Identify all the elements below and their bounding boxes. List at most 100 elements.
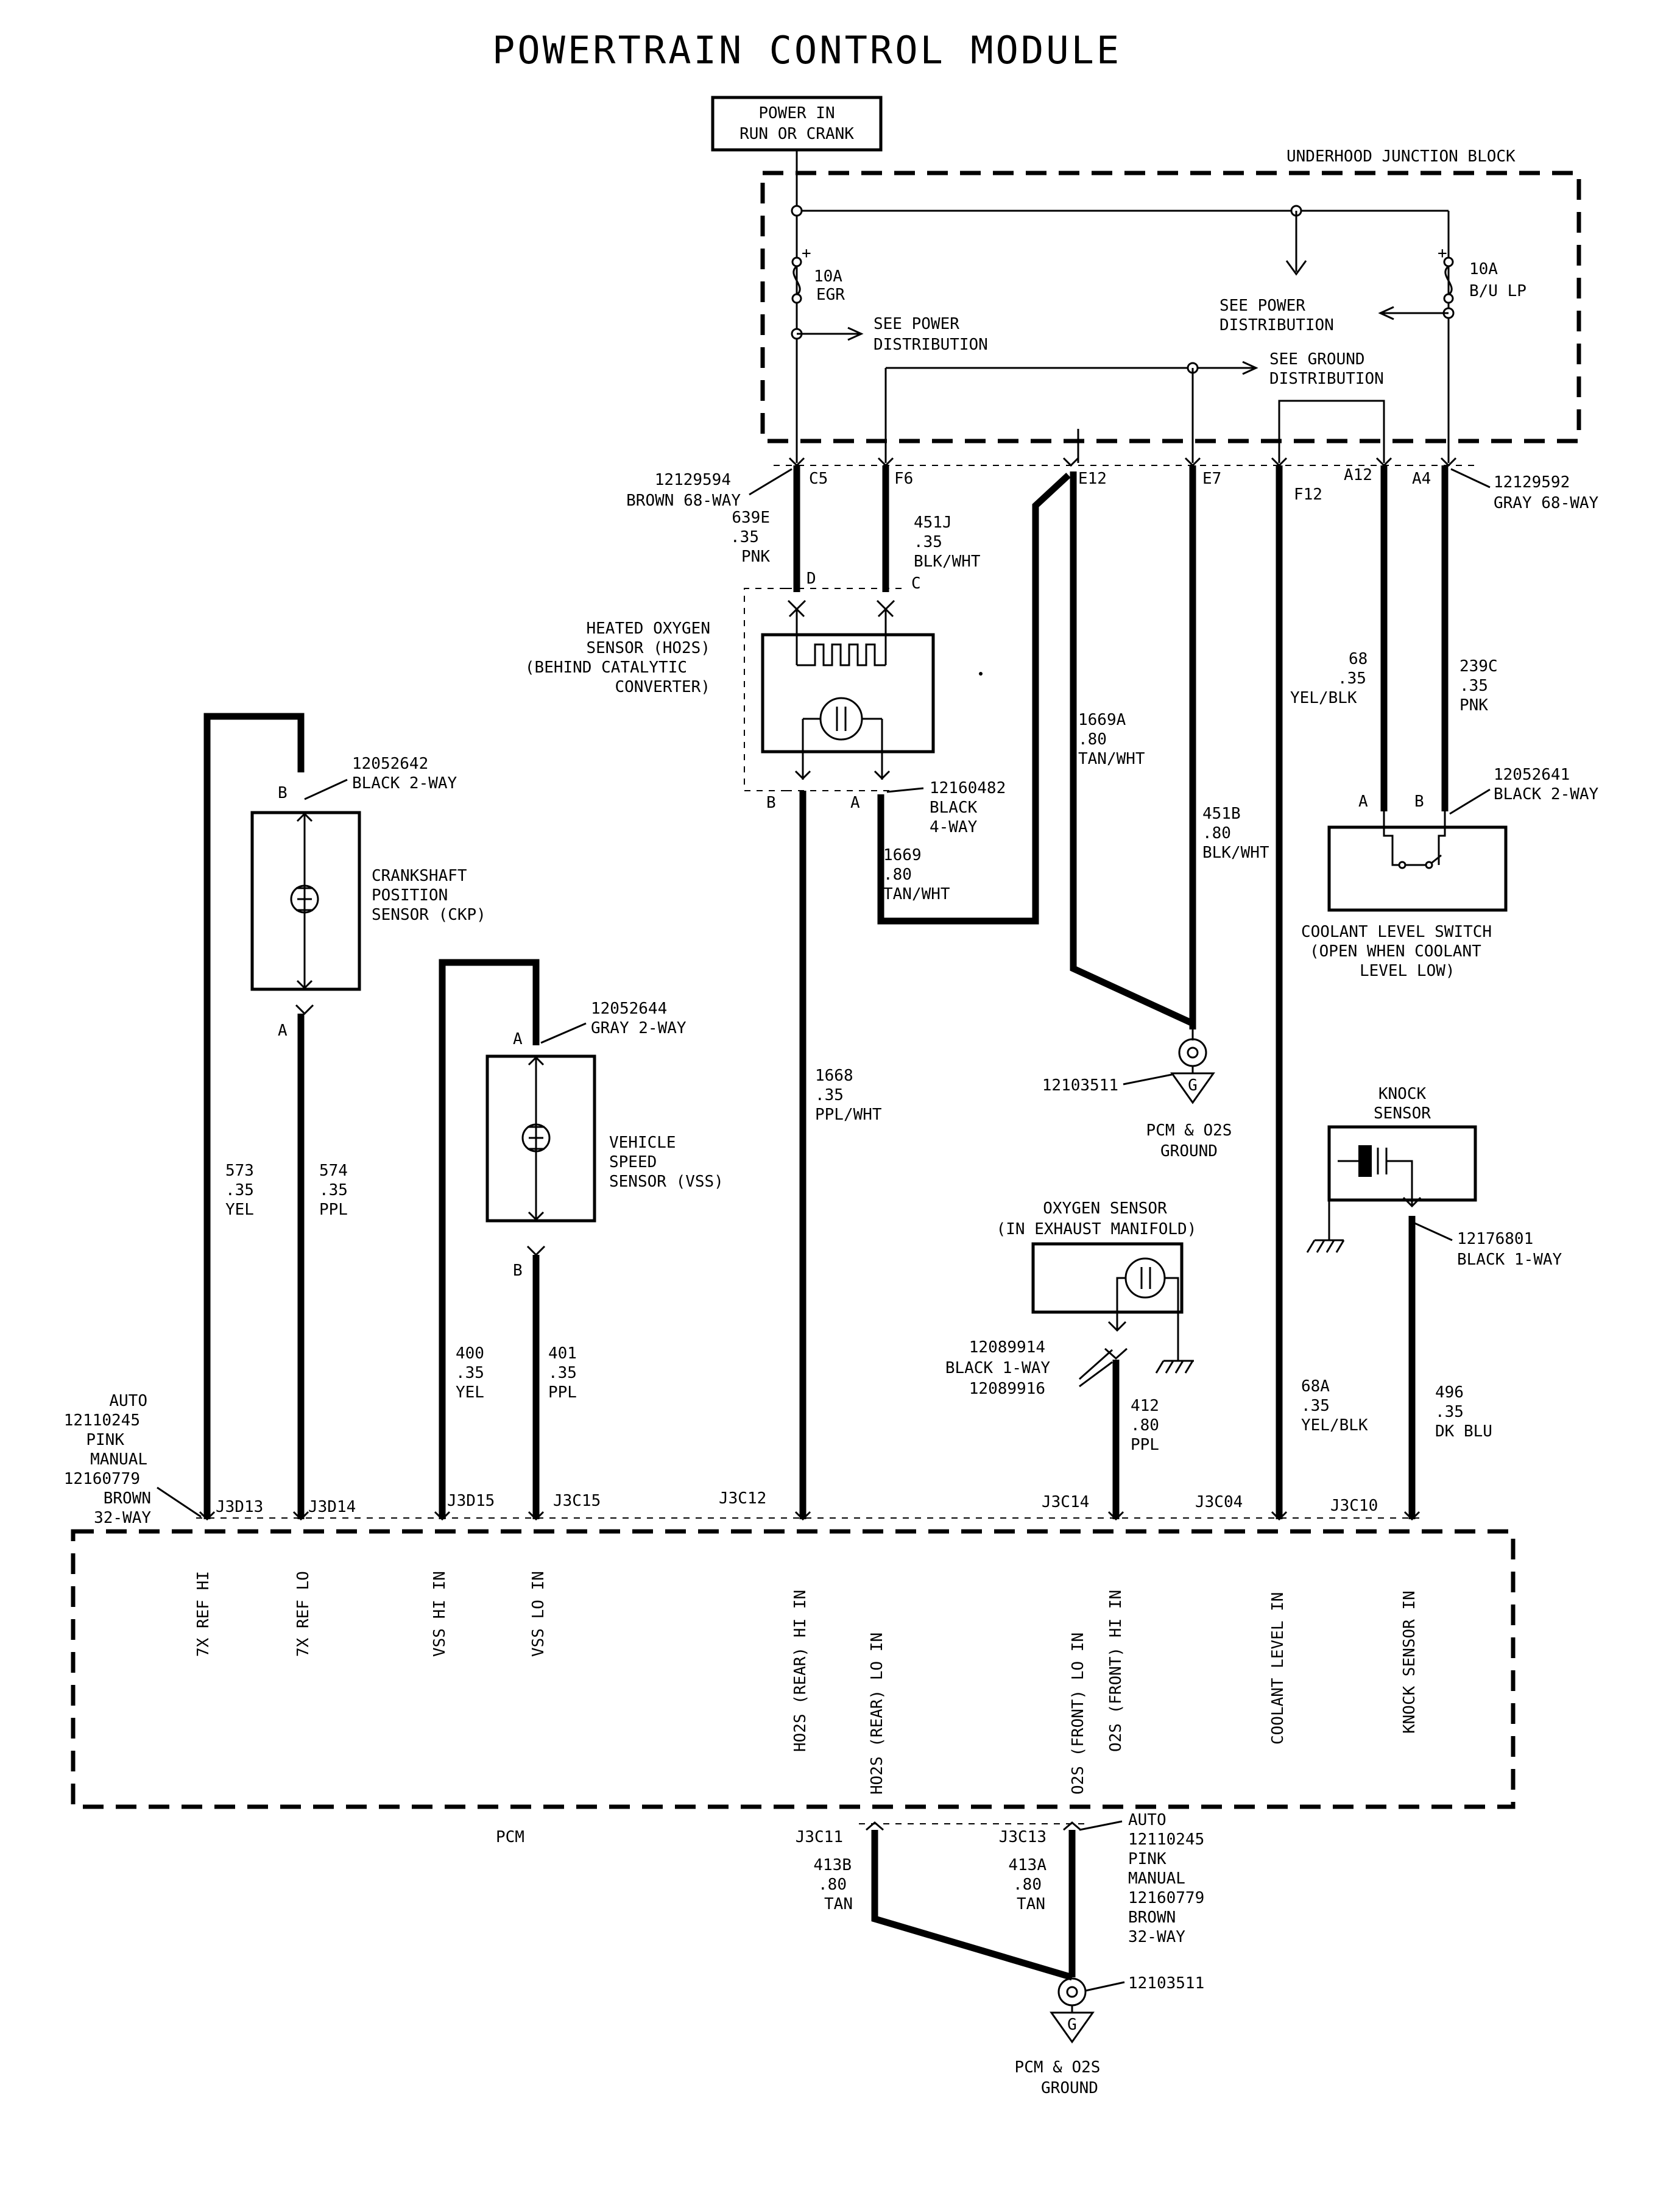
ho2s-pin-a: A [850, 794, 860, 812]
ground-2: G 12103511 PCM & O2S GROUND [1015, 1974, 1205, 2097]
pin-a12: A12 [1344, 466, 1372, 484]
w1668-label: 1668 .35 PPL/WHT [815, 1067, 882, 1124]
ckp-type: BLACK 2-WAY [352, 774, 457, 793]
w412-id: 412 [1131, 1397, 1159, 1415]
knock-label-2: SENSOR [1374, 1104, 1431, 1123]
w413b-gauge: .80 [818, 1876, 847, 1894]
pcm-fn-ho2s-hi: HO2S (REAR) HI IN [791, 1590, 810, 1752]
pcm-bot-c-3: MANUAL [1128, 1869, 1185, 1888]
pcm-pin-j3c10: J3C10 [1330, 1497, 1378, 1515]
w400-color: YEL [456, 1383, 484, 1402]
pcm-top-connectors: J3D13 J3D14 J3D15 J3C15 J3C12 J3C14 J3C0… [196, 1489, 1421, 1521]
svg-text:+: + [1438, 244, 1447, 263]
pcm-bot-c-6: 32-WAY [1128, 1928, 1185, 1946]
coolant-part: 12052641 [1494, 766, 1570, 784]
pcm-bottom-connectors: J3C11 J3C13 AUTO 12110245 PINK MANUAL 12… [796, 1811, 1204, 1981]
pcm-fn-vss-hi: VSS HI IN [431, 1571, 449, 1657]
w413b-id: 413B [813, 1856, 852, 1874]
ckp-part: 12052642 [352, 755, 428, 773]
pcm-fn-o2s-lo: O2S (FRONT) LO IN [1069, 1633, 1087, 1795]
ground-1-label-2: GROUND [1160, 1142, 1218, 1160]
w412-color: PPL [1131, 1436, 1159, 1454]
see-power-1a: SEE POWER [874, 315, 959, 333]
ground-1-label-1: PCM & O2S [1146, 1121, 1232, 1140]
w573-574-labels: 573 .35 YEL 574 .35 PPL [225, 1162, 348, 1219]
knock-label-1: KNOCK [1378, 1085, 1427, 1103]
w68-color: YEL/BLK [1290, 689, 1357, 707]
pcm-pin-j3c15: J3C15 [553, 1492, 601, 1510]
ho2s-part: 12160482 [930, 779, 1006, 797]
upper-wires [793, 465, 1449, 1519]
ho2s-pin-d: D [806, 570, 816, 588]
ho2s-color: BLACK [930, 799, 978, 817]
fuse-egr-amp: 10A [814, 267, 842, 286]
w451j-id: 451J [914, 514, 952, 532]
pcm-left-c-0: AUTO [109, 1392, 147, 1410]
pcm-pin-j3d14: J3D14 [308, 1498, 356, 1516]
ground-2-part: 12103511 [1128, 1974, 1204, 1993]
ground-2-symbol: G [1067, 2016, 1077, 2034]
w400-id: 400 [456, 1344, 484, 1363]
pcm-left-c-6: 32-WAY [94, 1509, 151, 1527]
diagram-title: POWERTRAIN CONTROL MODULE [492, 28, 1121, 72]
w496-color: DK BLU [1435, 1422, 1492, 1441]
w451b-color: BLK/WHT [1202, 844, 1269, 862]
pcm-fn-knock: KNOCK SENSOR IN [1400, 1590, 1419, 1734]
ground-1-symbol: G [1188, 1076, 1198, 1095]
w451j-color: BLK/WHT [914, 552, 981, 571]
w639e-color: PNK [741, 548, 770, 566]
pcm-left-c-3: MANUAL [90, 1450, 147, 1469]
vss-pin-b: B [513, 1262, 523, 1280]
w639e-id: 639E [732, 509, 770, 527]
o2s-label-1: OXYGEN SENSOR [1043, 1199, 1167, 1218]
junction-connectors: 12129594 BROWN 68-WAY 12129592 GRAY 68-W… [626, 457, 1599, 512]
w239c-id: 239C [1459, 657, 1498, 676]
w451j-gauge: .35 [914, 533, 942, 551]
pcm-left-c-4: 12160779 [64, 1470, 140, 1488]
pcm-pin-j3d15: J3D15 [447, 1492, 495, 1510]
pcm-left-connector-label: AUTO 12110245 PINK MANUAL 12160779 BROWN… [64, 1392, 202, 1527]
w451b-gauge: .80 [1202, 824, 1231, 842]
pcm-bot-c-5: BROWN [1128, 1908, 1176, 1927]
pcm-fn-coolant: COOLANT LEVEL IN [1269, 1592, 1287, 1745]
w574-color: PPL [319, 1201, 348, 1219]
pcm-label: PCM [496, 1828, 524, 1846]
w68-gauge: .35 [1338, 669, 1366, 688]
see-ground-b: DISTRIBUTION [1269, 370, 1384, 388]
w413a-color: TAN [1017, 1895, 1045, 1913]
w573-gauge: .35 [225, 1181, 254, 1199]
w1668-color: PPL/WHT [815, 1106, 882, 1124]
pcm-pin-j3c04: J3C04 [1195, 1493, 1243, 1511]
see-ground-a: SEE GROUND [1269, 350, 1365, 369]
ho2s-pin-c: C [911, 574, 921, 593]
w239c-color: PNK [1459, 696, 1488, 715]
ckp-label-1: CRANKSHAFT [372, 867, 467, 885]
w68-id: 68 [1349, 650, 1368, 668]
fuse-bu-amp: 10A [1469, 260, 1498, 278]
w401-color: PPL [548, 1383, 577, 1402]
o2s-part-1: 12089914 [969, 1338, 1045, 1357]
knock-part: 12176801 [1457, 1230, 1533, 1248]
see-power-2b: DISTRIBUTION [1219, 316, 1334, 334]
power-label-2: RUN OR CRANK [739, 125, 854, 143]
see-power-1b: DISTRIBUTION [874, 336, 988, 354]
coolant-level-switch: A B 12052641 BLACK 2-WAY COOLANT LEVEL S… [1301, 766, 1599, 980]
junction-block-label: UNDERHOOD JUNCTION BLOCK [1286, 147, 1516, 166]
w400-gauge: .35 [456, 1364, 484, 1382]
w68a-id: 68A [1301, 1377, 1330, 1396]
w68a-gauge: .35 [1301, 1397, 1330, 1415]
w1669-color: TAN/WHT [883, 885, 950, 903]
pin-f6: F6 [894, 470, 913, 488]
w496-gauge: .35 [1435, 1403, 1464, 1421]
pcm-pin-j3c13: J3C13 [999, 1828, 1046, 1846]
ho2s-pin-b: B [766, 794, 776, 812]
w1669-id: 1669 [883, 846, 922, 864]
ground-2-label-1: PCM & O2S [1015, 2058, 1101, 2077]
ground-2-label-2: GROUND [1041, 2079, 1098, 2097]
w412-gauge: .80 [1131, 1416, 1159, 1435]
w496-68a-labels: 68A .35 YEL/BLK 496 .35 DK BLU [1301, 1377, 1492, 1441]
pcm-fn-vss-lo: VSS LO IN [529, 1571, 548, 1657]
w412-label: 412 .80 PPL [1131, 1397, 1159, 1454]
w1669a-color: TAN/WHT [1078, 750, 1145, 768]
pcm-bot-c-2: PINK [1128, 1850, 1166, 1868]
